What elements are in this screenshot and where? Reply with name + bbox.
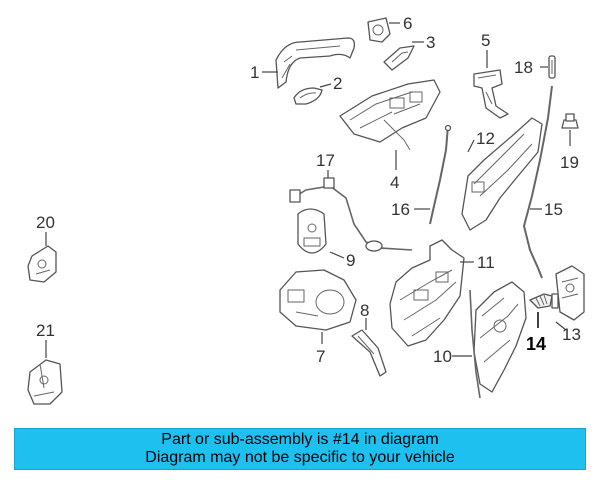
banner-line-1: Part or sub-assembly is #14 in diagram xyxy=(161,431,439,448)
part-8-bracket-strip xyxy=(351,329,387,377)
part-20-hinge-upper xyxy=(27,245,57,283)
part-4-handle-carrier xyxy=(339,79,441,151)
part-13-striker xyxy=(555,265,585,321)
parts-diagram: 1 2 6 3 4 5 18 xyxy=(27,14,585,405)
callout-15: 15 xyxy=(544,200,563,219)
part-7-lock-motor xyxy=(279,269,357,331)
callout-12: 12 xyxy=(476,129,495,148)
callout-19: 19 xyxy=(560,153,579,172)
part-18-rod xyxy=(548,55,556,79)
callout-7: 7 xyxy=(316,347,325,366)
part-2-handle-cap xyxy=(293,87,323,105)
info-banner: Part or sub-assembly is #14 in diagram D… xyxy=(14,428,586,470)
part-11-latch-actuator xyxy=(389,239,465,347)
callout-20: 20 xyxy=(36,213,55,232)
callout-1: 1 xyxy=(250,63,259,82)
callout-8: 8 xyxy=(360,301,369,320)
part-15-long-rod xyxy=(522,85,553,279)
callout-11: 11 xyxy=(477,253,495,272)
callout-13: 13 xyxy=(562,325,581,344)
callout-5: 5 xyxy=(481,31,490,50)
callout-9: 9 xyxy=(346,251,355,270)
part-14-screw xyxy=(529,293,559,309)
part-6-lock-cylinder xyxy=(367,17,391,43)
part-1-door-handle xyxy=(275,37,356,89)
part-19-push-pin xyxy=(561,113,579,129)
part-9-key-fob xyxy=(297,208,327,254)
callout-10: 10 xyxy=(433,347,452,366)
part-21-hinge-lower xyxy=(27,359,63,405)
callout-14: 14 xyxy=(526,334,546,354)
part-3-gasket xyxy=(383,45,415,71)
callout-4: 4 xyxy=(390,173,399,192)
callout-17: 17 xyxy=(316,151,335,170)
part-17-cable xyxy=(289,177,413,252)
part-16-rod xyxy=(429,124,452,225)
banner-line-2: Diagram may not be specific to your vehi… xyxy=(145,449,455,466)
callout-3: 3 xyxy=(426,33,435,52)
callout-21: 21 xyxy=(36,321,55,340)
part-10-lock-assembly xyxy=(469,281,527,399)
callout-16: 16 xyxy=(391,200,410,219)
part-12-housing-cover xyxy=(461,117,543,231)
part-5-bracket xyxy=(473,69,509,119)
callout-18: 18 xyxy=(514,58,533,77)
callout-6: 6 xyxy=(403,14,412,33)
callout-2: 2 xyxy=(333,74,342,93)
